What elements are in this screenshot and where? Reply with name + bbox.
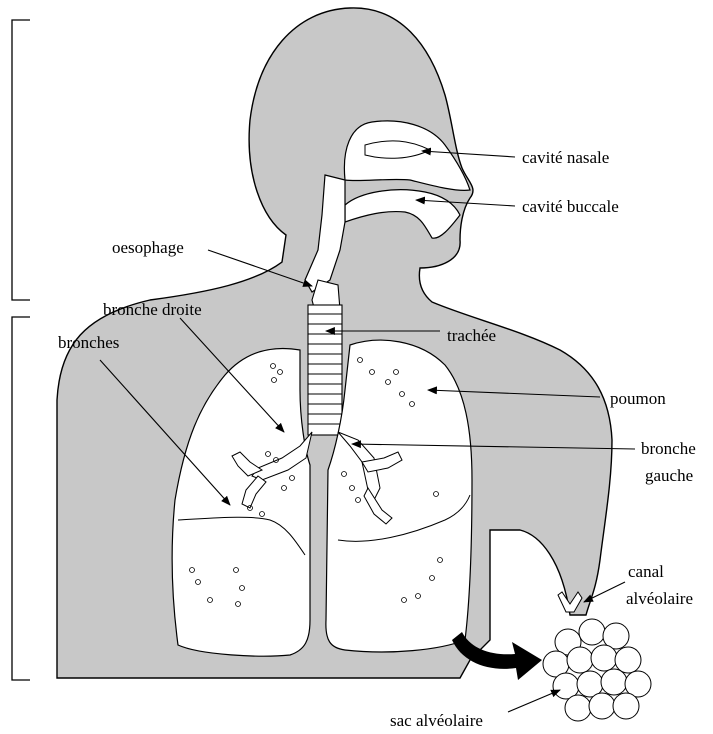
label-canal-alveolaire-line1: canal <box>628 562 664 581</box>
label-bronche-gauche-line2: gauche <box>645 466 693 485</box>
trachea <box>308 305 342 435</box>
label-cavite-nasale: cavité nasale <box>522 148 609 167</box>
label-bronches: bronches <box>58 333 119 352</box>
left-lung <box>326 340 472 652</box>
label-cavite-buccale: cavité buccale <box>522 197 619 216</box>
label-poumon: poumon <box>610 389 666 408</box>
arrow-icon <box>508 690 560 712</box>
label-canal-alveolaire-line2: alvéolaire <box>626 589 693 608</box>
label-sac-alveolaire: sac alvéolaire <box>390 711 483 730</box>
alveolar-sac <box>543 592 651 721</box>
label-oesophage: oesophage <box>112 238 184 257</box>
label-trachee: trachée <box>447 326 496 345</box>
upper-airway-bracket-icon <box>12 20 30 300</box>
lower-airway-bracket-icon <box>12 317 30 680</box>
label-bronche-gauche-line1: bronche <box>641 439 696 458</box>
thick-curved-arrow-icon <box>452 632 542 680</box>
label-bronche-droite: bronche droite <box>103 300 202 319</box>
